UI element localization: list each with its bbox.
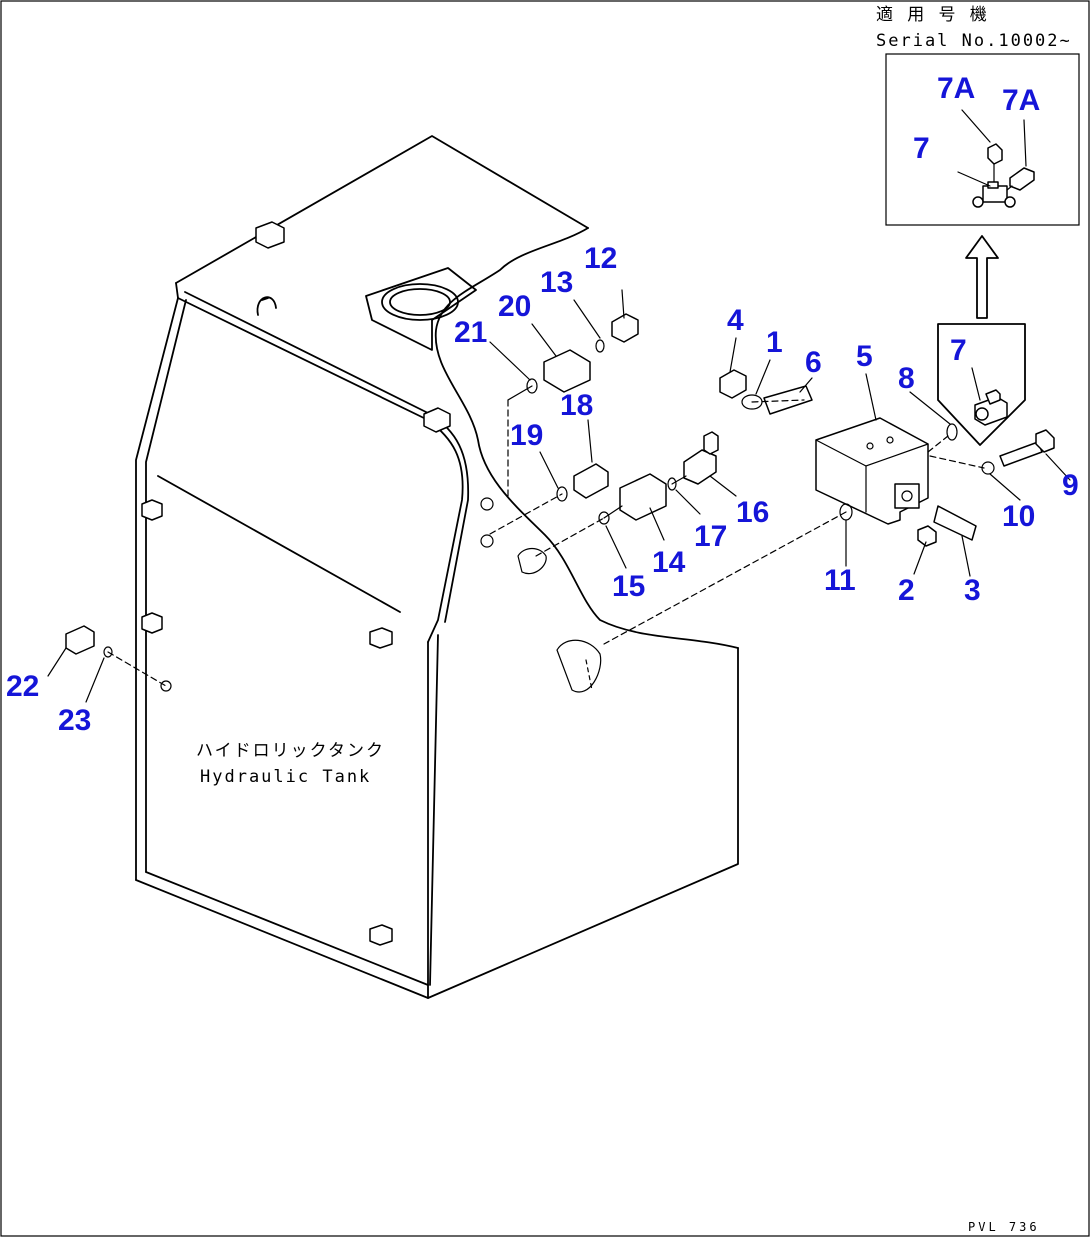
callout-5: 5 bbox=[856, 340, 873, 373]
hydraulic-tank bbox=[135, 135, 739, 999]
part-20 bbox=[543, 349, 591, 393]
part-8 bbox=[946, 423, 958, 441]
callout-12: 12 bbox=[584, 242, 617, 275]
callout-9: 9 bbox=[1062, 469, 1079, 502]
part-23 bbox=[103, 646, 113, 658]
part-15 bbox=[598, 511, 610, 525]
part-6-tube bbox=[763, 385, 813, 415]
part-4 bbox=[719, 369, 747, 399]
callout-3: 3 bbox=[964, 574, 981, 607]
tank-label-jp: ハイドロリックタンク bbox=[196, 741, 385, 761]
callout-4: 4 bbox=[727, 304, 744, 337]
part-5-valve-block bbox=[815, 417, 929, 525]
callout-8: 8 bbox=[898, 362, 915, 395]
part-22 bbox=[65, 625, 95, 655]
leader-lines bbox=[47, 109, 1071, 703]
fitting-7-box bbox=[937, 323, 1026, 446]
assembly-lines bbox=[107, 385, 985, 687]
callout-22: 22 bbox=[6, 670, 39, 703]
part-3 bbox=[933, 505, 977, 541]
fitting-7 bbox=[974, 389, 1008, 426]
callout-7a-left: 7A bbox=[937, 72, 975, 105]
callout-10: 10 bbox=[1002, 500, 1035, 533]
part-17 bbox=[667, 477, 677, 491]
inset-tee-fitting bbox=[972, 143, 1035, 208]
callout-1: 1 bbox=[766, 326, 783, 359]
callout-14: 14 bbox=[652, 546, 686, 579]
callout-7-box: 7 bbox=[950, 334, 967, 367]
drawing-code: PVL 736 bbox=[968, 1220, 1040, 1234]
callout-15: 15 bbox=[612, 570, 645, 603]
up-arrow-icon bbox=[965, 235, 999, 319]
callout-7-inset: 7 bbox=[913, 132, 930, 165]
callout-6: 6 bbox=[805, 346, 822, 379]
callout-19: 19 bbox=[510, 419, 543, 452]
callout-18: 18 bbox=[560, 389, 593, 422]
callout-21: 21 bbox=[454, 316, 487, 349]
callout-11: 11 bbox=[824, 564, 856, 597]
part-9-bolt bbox=[999, 441, 1043, 467]
callout-7a-right: 7A bbox=[1002, 84, 1040, 117]
part-19 bbox=[556, 486, 568, 502]
callout-23: 23 bbox=[58, 704, 91, 737]
part-21 bbox=[526, 378, 538, 394]
callout-2: 2 bbox=[898, 574, 915, 607]
applicable-serial-heading: 適 用 号 機 bbox=[876, 5, 989, 25]
inset-box bbox=[885, 53, 1080, 226]
callout-17: 17 bbox=[694, 520, 727, 553]
part-14 bbox=[619, 473, 667, 521]
callout-20: 20 bbox=[498, 290, 531, 323]
part-2 bbox=[917, 525, 937, 547]
tank-label-en: Hydraulic Tank bbox=[200, 767, 371, 787]
part-18 bbox=[573, 463, 609, 499]
part-16 bbox=[683, 449, 717, 485]
part-13 bbox=[595, 339, 605, 353]
part-12 bbox=[611, 313, 639, 343]
callout-16: 16 bbox=[736, 496, 769, 529]
serial-number-label: Serial No.10002~ bbox=[876, 31, 1072, 51]
callout-13: 13 bbox=[540, 266, 573, 299]
